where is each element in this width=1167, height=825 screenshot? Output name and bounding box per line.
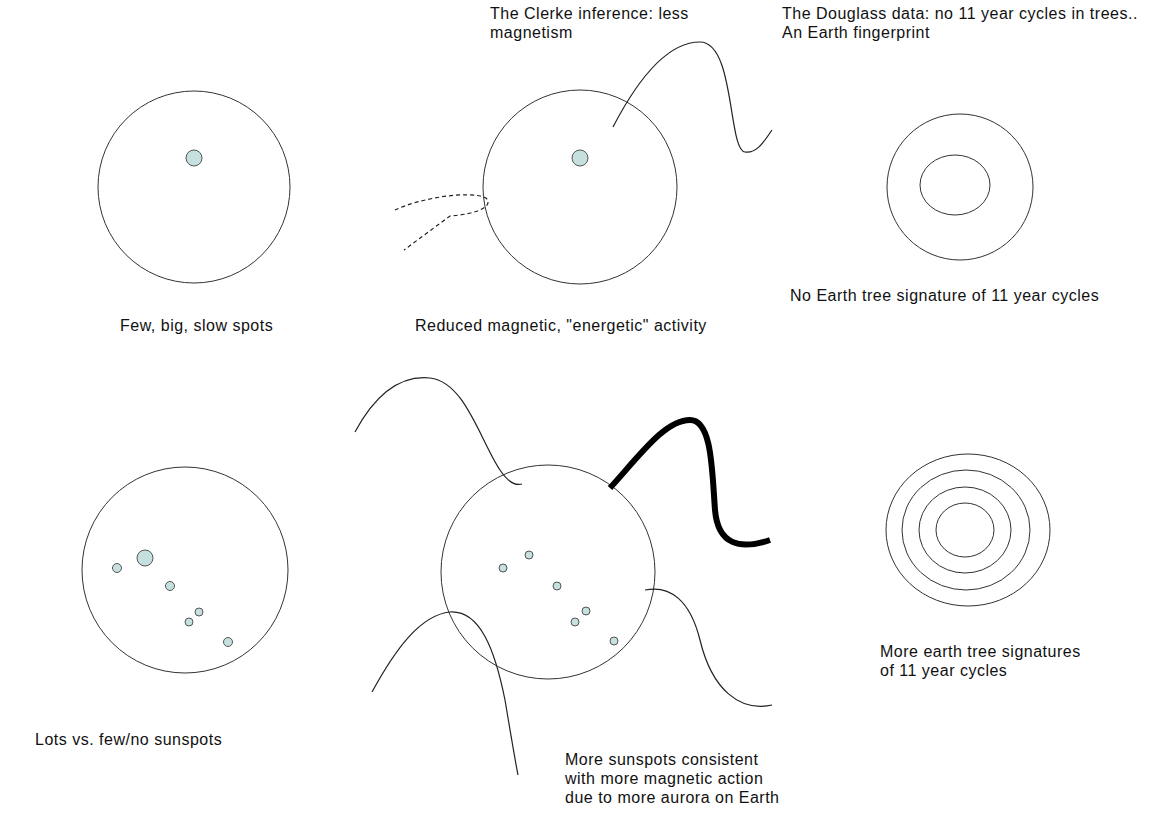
tree-ring bbox=[887, 114, 1033, 260]
magnetic-wave bbox=[613, 42, 772, 152]
tree-ring bbox=[886, 454, 1050, 606]
tree-ring bbox=[920, 155, 990, 215]
sunspot bbox=[113, 564, 122, 573]
sun-disc bbox=[441, 465, 655, 679]
sunspot bbox=[499, 564, 507, 572]
sun-disc bbox=[82, 467, 288, 673]
sunspot bbox=[572, 150, 588, 166]
caption-text: No Earth tree signature of 11 year cycle… bbox=[790, 286, 1099, 305]
sunspot bbox=[610, 637, 618, 645]
tree-ring bbox=[919, 487, 1011, 573]
magnetic-wave-dashed bbox=[395, 195, 488, 250]
sun-disc bbox=[98, 91, 290, 283]
sunspot bbox=[186, 150, 202, 166]
sunspot bbox=[195, 608, 203, 616]
magnetic-wave bbox=[355, 378, 522, 485]
sun-disc bbox=[483, 90, 677, 284]
sunspot bbox=[571, 618, 579, 626]
sunspot bbox=[525, 551, 533, 559]
caption-text: The Douglass data: no 11 year cycles in … bbox=[782, 4, 1150, 42]
magnetic-wave bbox=[372, 612, 518, 775]
sunspot bbox=[582, 607, 590, 615]
caption-text: More sunspots consistent with more magne… bbox=[565, 750, 787, 807]
tree-ring bbox=[902, 470, 1030, 590]
sunspot bbox=[166, 582, 175, 591]
caption-text: Lots vs. few/no sunspots bbox=[35, 730, 222, 749]
caption-text: Reduced magnetic, "energetic" activity bbox=[415, 316, 707, 335]
tree-ring bbox=[936, 503, 994, 557]
sunspot bbox=[185, 618, 193, 626]
caption-text: The Clerke inference: less magnetism bbox=[490, 4, 720, 42]
caption-text: Few, big, slow spots bbox=[120, 316, 273, 335]
magnetic-wave-strong bbox=[610, 420, 770, 545]
sunspot bbox=[553, 582, 561, 590]
sunspot bbox=[224, 638, 233, 647]
sunspot bbox=[137, 550, 153, 566]
magnetic-wave bbox=[645, 589, 772, 706]
caption-text: More earth tree signatures of 11 year cy… bbox=[880, 642, 1090, 680]
